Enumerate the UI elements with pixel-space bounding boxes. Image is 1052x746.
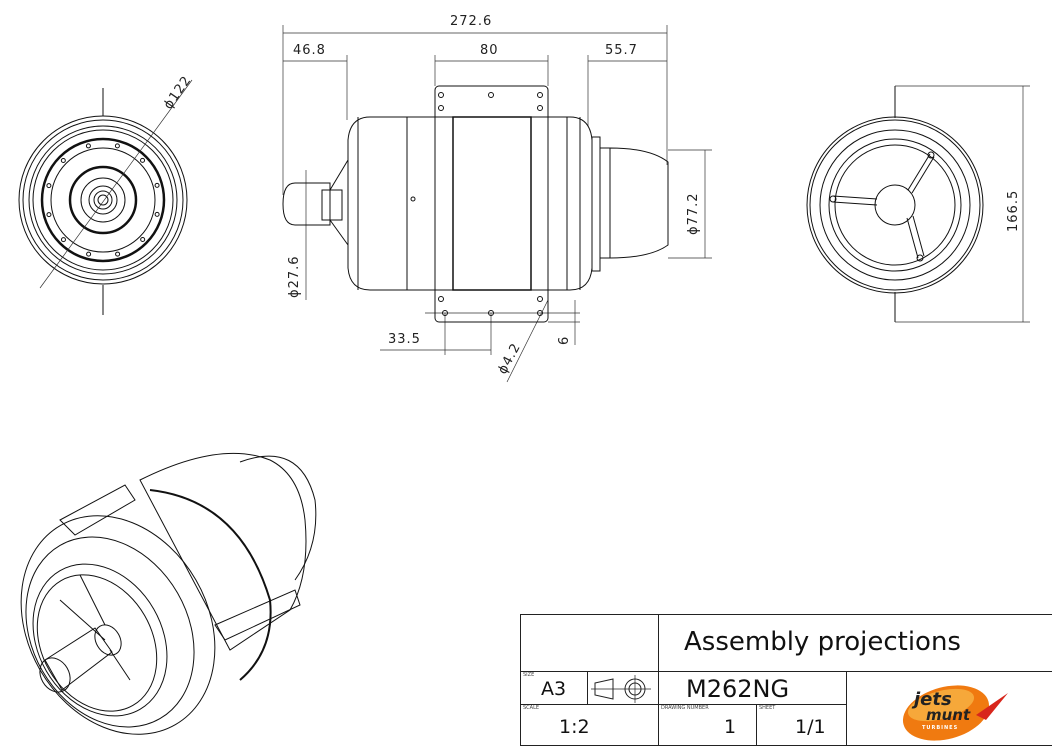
mount-hole	[438, 92, 444, 98]
sheet-cell: SHEET 1/1	[757, 704, 846, 746]
bolt-hole	[60, 157, 66, 163]
size-value: A3	[541, 678, 567, 700]
exhaust-diameter-label: ϕ77.2	[686, 192, 701, 235]
hole-diameter-label: ϕ4.2	[495, 340, 524, 376]
bracket-width-label: 80	[480, 43, 499, 58]
bolt-hole	[85, 143, 91, 149]
front-diameter-label: ϕ122	[161, 73, 195, 112]
overall-height-label: 166.5	[1006, 190, 1021, 232]
bolt-hole	[154, 211, 160, 217]
projection-symbol-icon	[591, 675, 651, 703]
starter-diameter-label: ϕ27.6	[287, 255, 302, 298]
bolt-hole	[46, 212, 52, 218]
sheet-value: 1/1	[795, 716, 826, 738]
mount-hole	[488, 310, 494, 316]
mount-hole	[438, 105, 444, 111]
drawing-number-label: DRAWING NUMBER	[661, 705, 709, 711]
drawing-number-cell: DRAWING NUMBER 1	[659, 704, 756, 746]
title-block: Assembly projections SIZE A3 M262NG SCAL…	[520, 614, 1052, 746]
hole-spacing-label: 33.5	[388, 332, 421, 347]
bolt-hole	[140, 157, 146, 163]
svg-text:TURBINES: TURBINES	[922, 725, 958, 731]
mount-hole	[537, 310, 543, 316]
mount-hole	[537, 92, 543, 98]
part-number: M262NG	[686, 675, 790, 703]
svg-text:jets: jets	[911, 689, 952, 710]
scale-value: 1:2	[559, 716, 590, 738]
bolt-hole	[46, 183, 52, 189]
hole-offset-label: 6	[557, 336, 572, 345]
mount-hole	[537, 105, 543, 111]
sheet-label: SHEET	[759, 705, 776, 711]
drawing-title: Assembly projections	[684, 627, 961, 657]
rear-view: 166.5	[806, 85, 1030, 323]
bolt-hole	[86, 251, 92, 257]
mount-hole	[438, 296, 444, 302]
bolt-hole	[115, 251, 121, 257]
size-label: SIZE	[523, 672, 535, 678]
jetsmunt-logo: jets munt TURBINES	[902, 685, 1008, 741]
bolt-hole	[60, 237, 66, 243]
bolt-hole	[114, 143, 120, 149]
bolt-hole	[154, 182, 160, 188]
inlet-length-label: 46.8	[293, 43, 326, 58]
scale-cell: SCALE 1:2	[521, 704, 658, 746]
svg-text:munt: munt	[926, 706, 971, 724]
isometric-view	[20, 452, 317, 735]
overall-length-label: 272.6	[450, 14, 492, 29]
bolt-hole	[140, 237, 146, 243]
front-view: ϕ122	[18, 73, 195, 315]
mount-hole	[488, 92, 494, 98]
scale-label: SCALE	[523, 705, 540, 711]
side-view: 272.6 46.8 80 55.7 ϕ77.2 ϕ27.6 33.5 6 ϕ4…	[282, 14, 712, 383]
size-cell: SIZE A3	[521, 671, 587, 704]
drawing-number-value: 1	[724, 716, 737, 738]
mount-hole	[537, 296, 543, 302]
exhaust-length-label: 55.7	[605, 43, 638, 58]
mount-hole	[442, 310, 448, 316]
